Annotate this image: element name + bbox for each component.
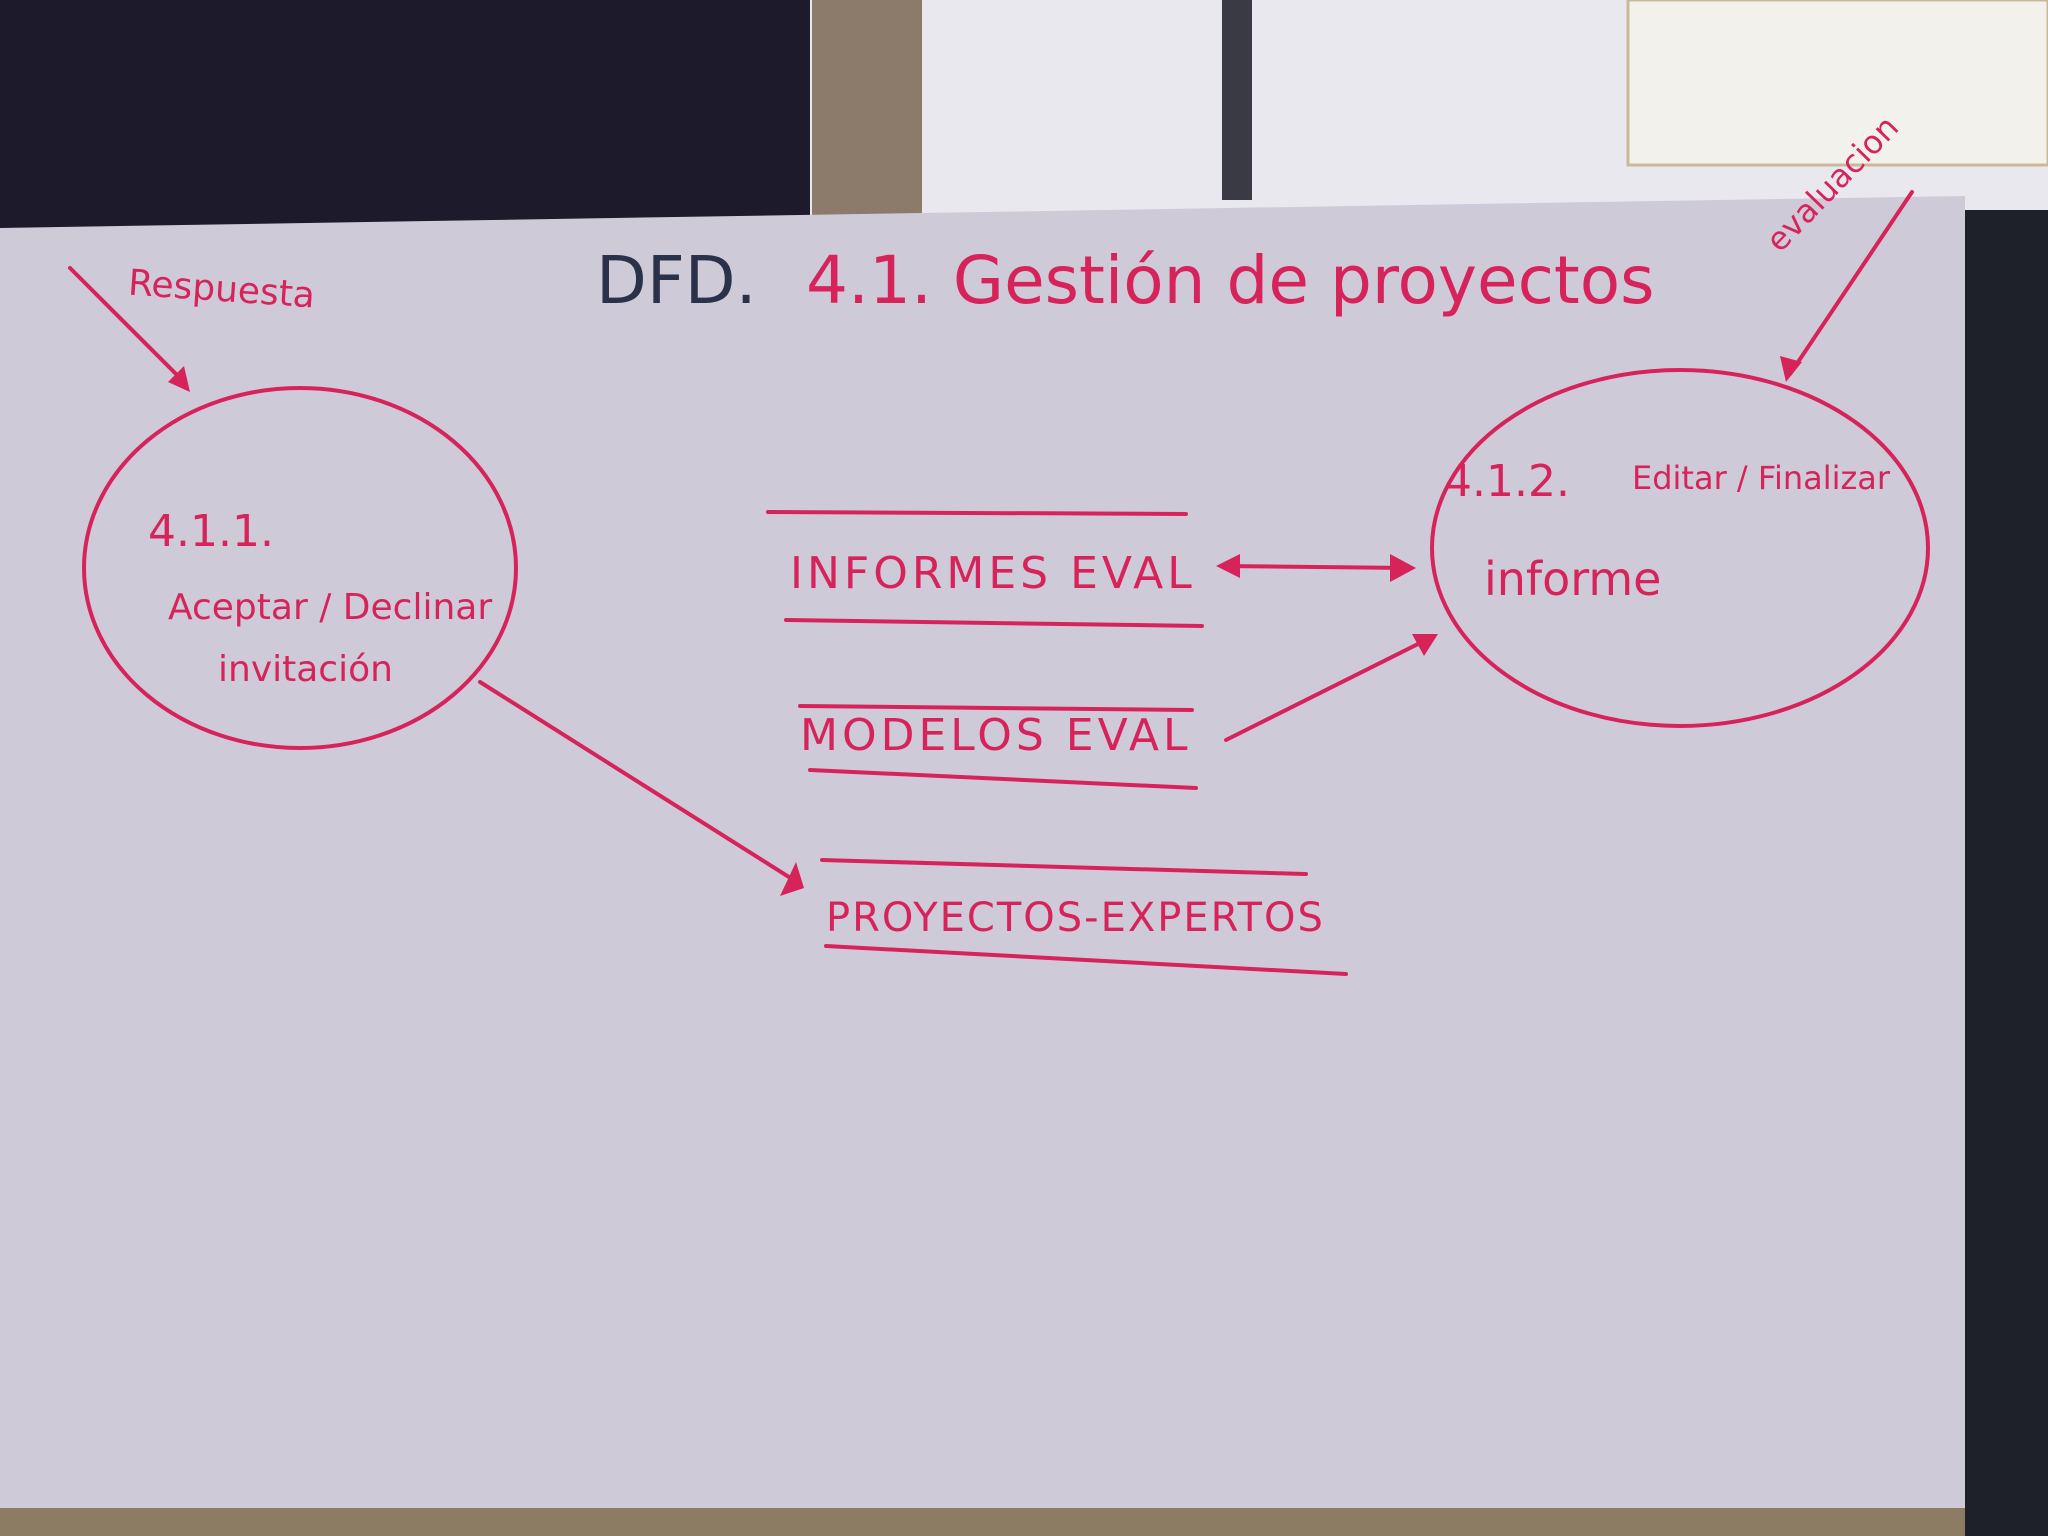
arrowhead-informes-right bbox=[1390, 554, 1416, 582]
diagram-title: 4.1. Gestión de proyectos bbox=[806, 242, 1655, 319]
store-modelos-top-line bbox=[798, 704, 1194, 712]
background-door-frame bbox=[812, 0, 922, 220]
background-right-dark-edge bbox=[1960, 210, 2048, 1536]
process-label-4-1-1-line2: invitación bbox=[218, 649, 393, 690]
background-dark-post bbox=[1222, 0, 1252, 200]
store-modelos-bottom-line bbox=[808, 768, 1198, 790]
whiteboard bbox=[0, 196, 1965, 1518]
process-label-4-1-2-line1: Editar / Finalizar bbox=[1632, 459, 1891, 497]
store-informes-bottom-line bbox=[784, 618, 1204, 628]
arrowhead-respuesta bbox=[168, 366, 190, 392]
process-circle-4-1-2 bbox=[1430, 368, 1930, 728]
flow-informes-line bbox=[1220, 564, 1412, 570]
whiteboard-bottom-edge bbox=[0, 1508, 1965, 1536]
arrowhead-evaluacion bbox=[1780, 356, 1802, 382]
data-store-informes-eval: INFORMES EVAL bbox=[790, 548, 1196, 599]
arrowhead-proyectos bbox=[780, 862, 804, 896]
data-store-modelos-eval: MODELOS EVAL bbox=[800, 710, 1192, 761]
arrowhead-modelos bbox=[1412, 634, 1438, 656]
store-proyectos-bottom-line bbox=[824, 944, 1348, 976]
background-wall-panel bbox=[1626, 0, 2048, 167]
flow-modelos-line bbox=[1224, 636, 1432, 742]
process-id-4-1-1: 4.1.1. bbox=[148, 506, 274, 557]
data-store-proyectos-expertos: PROYECTOS-EXPERTOS bbox=[826, 895, 1325, 941]
process-circle-4-1-1 bbox=[82, 386, 518, 750]
flow-respuesta-line bbox=[68, 266, 188, 386]
flow-evaluacion-line bbox=[1788, 190, 1914, 376]
diagram-title-prefix: DFD. bbox=[596, 242, 757, 319]
store-informes-top-line bbox=[766, 510, 1188, 516]
store-proyectos-top-line bbox=[820, 858, 1308, 876]
arrowhead-informes-left bbox=[1216, 554, 1240, 578]
process-label-4-1-2-line2: informe bbox=[1484, 552, 1662, 606]
background-dark-area bbox=[0, 0, 810, 230]
process-label-4-1-1-line1: Aceptar / Declinar bbox=[168, 587, 493, 628]
flow-proyectos-line bbox=[478, 680, 802, 886]
process-id-4-1-2: 4.1.2. bbox=[1444, 456, 1570, 507]
